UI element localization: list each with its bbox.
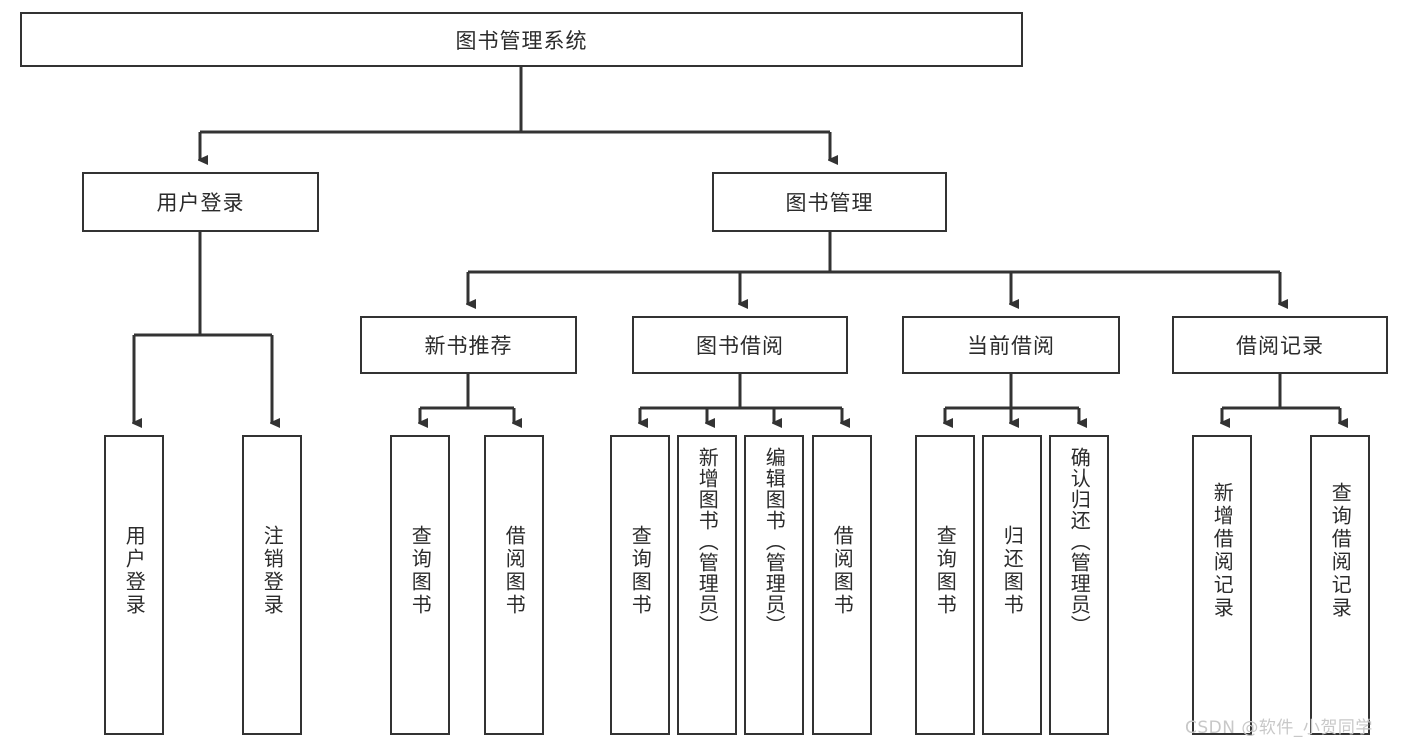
node-root-system[interactable]: 图书管理系统 <box>20 12 1023 67</box>
leaf-add-book-admin[interactable]: 新增图书（管理员） <box>677 435 737 735</box>
leaf-label: 归还图书 <box>1000 525 1025 617</box>
leaf-label: 新增图书（管理员） <box>695 447 720 636</box>
node-book-management[interactable]: 图书管理 <box>712 172 947 232</box>
leaf-label: 新增借阅记录 <box>1210 482 1235 620</box>
node-user-login[interactable]: 用户登录 <box>82 172 319 232</box>
leaf-label: 查询借阅记录 <box>1328 482 1353 620</box>
leaf-user-login[interactable]: 用户登录 <box>104 435 164 735</box>
leaf-return-book[interactable]: 归还图书 <box>982 435 1042 735</box>
csdn-watermark: CSDN @软件_小贺同学 <box>1185 718 1373 738</box>
node-label: 当前借阅 <box>967 334 1055 358</box>
leaf-borrow-book[interactable]: 借阅图书 <box>812 435 872 735</box>
leaf-label: 借阅图书 <box>830 525 855 617</box>
node-label: 借阅记录 <box>1236 334 1324 358</box>
leaf-user-logout[interactable]: 注销登录 <box>242 435 302 735</box>
node-book-borrow[interactable]: 图书借阅 <box>632 316 848 374</box>
leaf-label: 查询图书 <box>628 525 653 617</box>
leaf-label: 查询图书 <box>933 525 958 617</box>
leaf-label: 查询图书 <box>408 525 433 617</box>
leaf-search-borrow-record[interactable]: 查询借阅记录 <box>1310 435 1370 735</box>
leaf-search-book-new[interactable]: 查询图书 <box>390 435 450 735</box>
leaf-add-borrow-record[interactable]: 新增借阅记录 <box>1192 435 1252 735</box>
leaf-search-book-current[interactable]: 查询图书 <box>915 435 975 735</box>
leaf-confirm-return-admin[interactable]: 确认归还（管理员） <box>1049 435 1109 735</box>
leaf-borrow-book-new[interactable]: 借阅图书 <box>484 435 544 735</box>
node-label: 图书管理系统 <box>455 28 588 53</box>
node-label: 新书推荐 <box>424 334 513 358</box>
node-new-book-recommend[interactable]: 新书推荐 <box>360 316 577 374</box>
leaf-label: 编辑图书（管理员） <box>762 447 787 636</box>
leaf-label: 注销登录 <box>260 525 285 617</box>
node-label: 图书管理 <box>785 191 874 215</box>
leaf-label: 借阅图书 <box>502 525 527 617</box>
node-current-borrow[interactable]: 当前借阅 <box>902 316 1120 374</box>
leaf-search-book-borrow[interactable]: 查询图书 <box>610 435 670 735</box>
leaf-label: 确认归还（管理员） <box>1067 447 1092 636</box>
leaf-edit-book-admin[interactable]: 编辑图书（管理员） <box>744 435 804 735</box>
node-label: 图书借阅 <box>696 334 784 358</box>
node-borrow-records[interactable]: 借阅记录 <box>1172 316 1388 374</box>
node-label: 用户登录 <box>156 191 245 215</box>
leaf-label: 用户登录 <box>122 525 147 617</box>
